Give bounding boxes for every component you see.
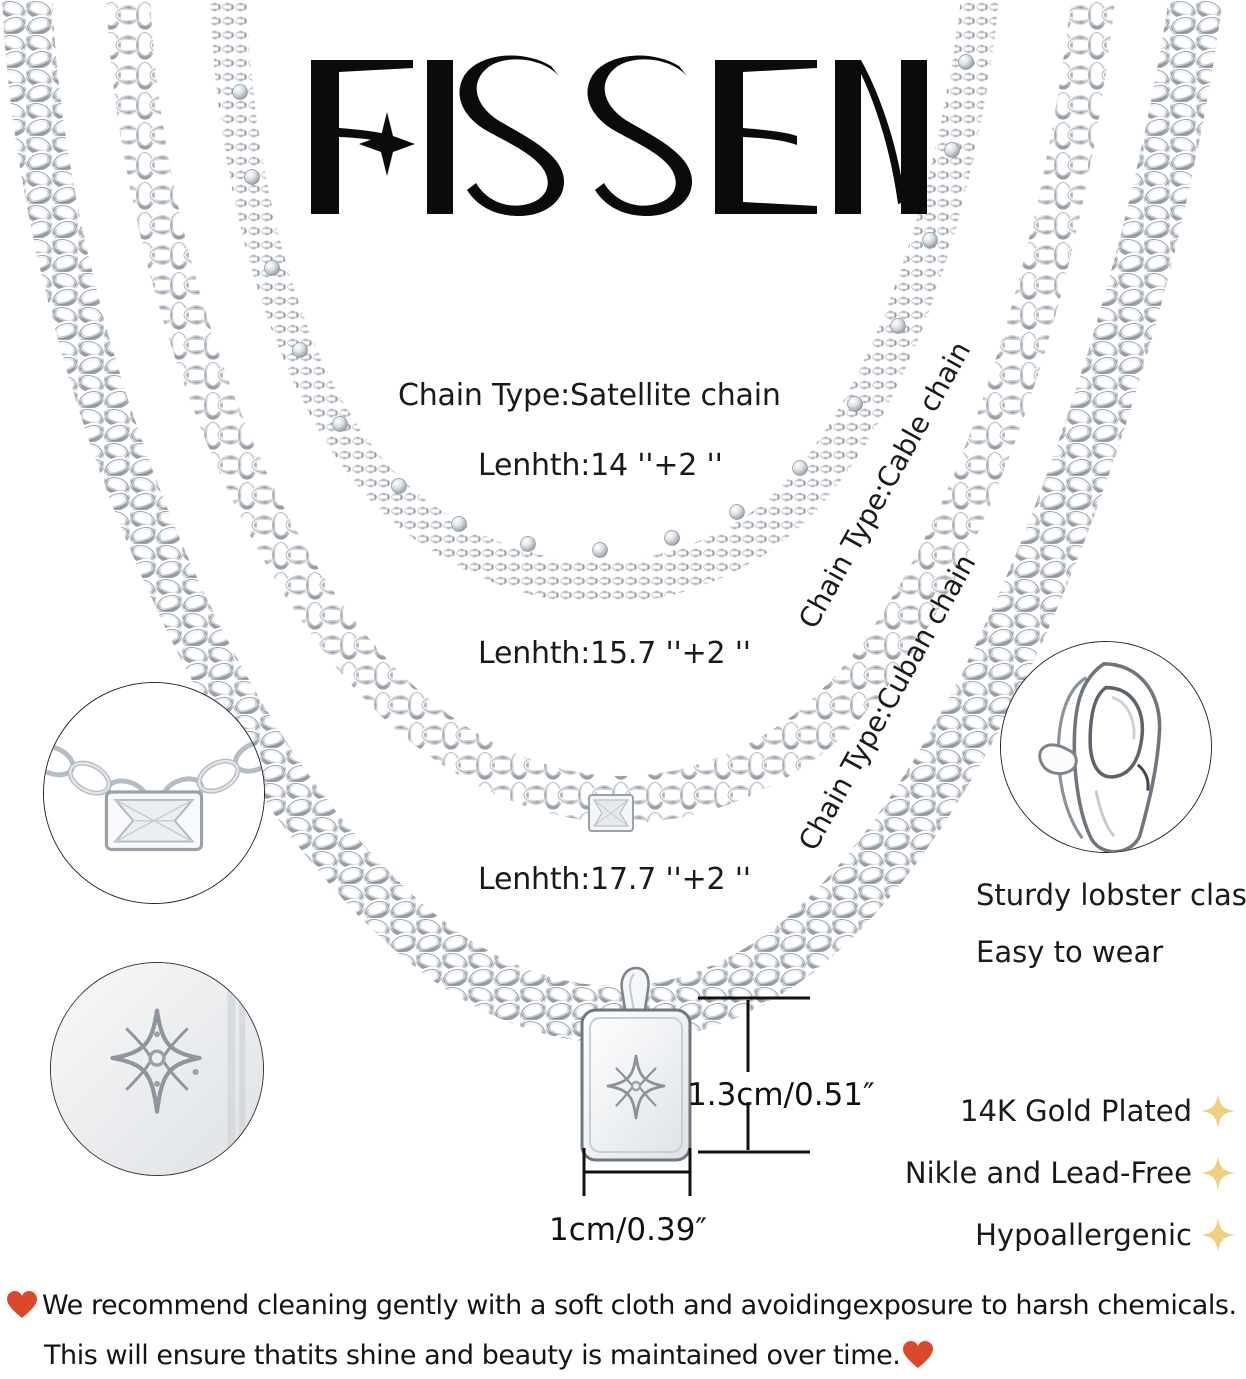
pendant-star-engraving [606,1054,666,1120]
pendant-tag-body [580,1008,692,1162]
feature-row-hypoallergenic: Hypoallergenic [900,1204,1236,1266]
care-instructions: We recommend cleaning gently with a soft… [0,1280,1246,1379]
chain-type-label-satellite: Chain Type:Satellite chain [398,378,781,413]
care-line-1-row: We recommend cleaning gently with a soft… [0,1280,1246,1330]
chain-length-label-satellite: Lenhth:14 ''+2 '' [478,448,723,483]
star-engraving-detail-inset [50,962,264,1176]
feature-label-lead-free: Nikle and Lead-Free [904,1156,1192,1190]
gold-star-icon [1200,1155,1236,1191]
heart-icon [6,1289,38,1321]
gold-star-icon [1200,1093,1236,1129]
care-line-2-text: This will ensure thatits shine and beaut… [44,1339,901,1371]
gold-star-icon [1200,1217,1236,1253]
chain-length-label-cuban: Lenhth:17.7 ''+2 '' [478,862,751,897]
feature-label-gold-plated: 14K Gold Plated [960,1094,1192,1128]
chain-length-label-cable: Lenhth:15.7 ''+2 '' [478,636,751,671]
cable-chain-cz-stone [588,794,634,832]
feature-label-hypoallergenic: Hypoallergenic [975,1218,1192,1252]
cz-stone-detail-inset [43,682,265,904]
care-line-2-row: This will ensure thatits shine and beaut… [0,1330,1246,1379]
feature-row-lead-free: Nikle and Lead-Free [900,1142,1236,1204]
lobster-clasp-detail-inset [1000,641,1212,853]
brand-logo [305,52,935,222]
pendant-width-label: 1cm/0.39″ [549,1212,708,1248]
clasp-feature-line-2: Easy to wear [976,935,1164,969]
width-dimension-bracket [582,1148,692,1196]
feature-row-gold-plated: 14K Gold Plated [900,1080,1236,1142]
four-point-star-icon [359,112,415,176]
height-dimension-bracket [698,996,810,1154]
heart-icon [902,1339,934,1371]
feature-list: 14K Gold Plated Nikle and Lead-Free Hypo… [900,1080,1236,1266]
care-line-1-text: We recommend cleaning gently with a soft… [42,1289,1237,1321]
brand-wordmark [311,55,927,217]
pendant-height-label: 1.3cm/0.51″ [687,1077,875,1113]
clasp-feature-line-1: Sturdy lobster clasp [976,878,1246,912]
